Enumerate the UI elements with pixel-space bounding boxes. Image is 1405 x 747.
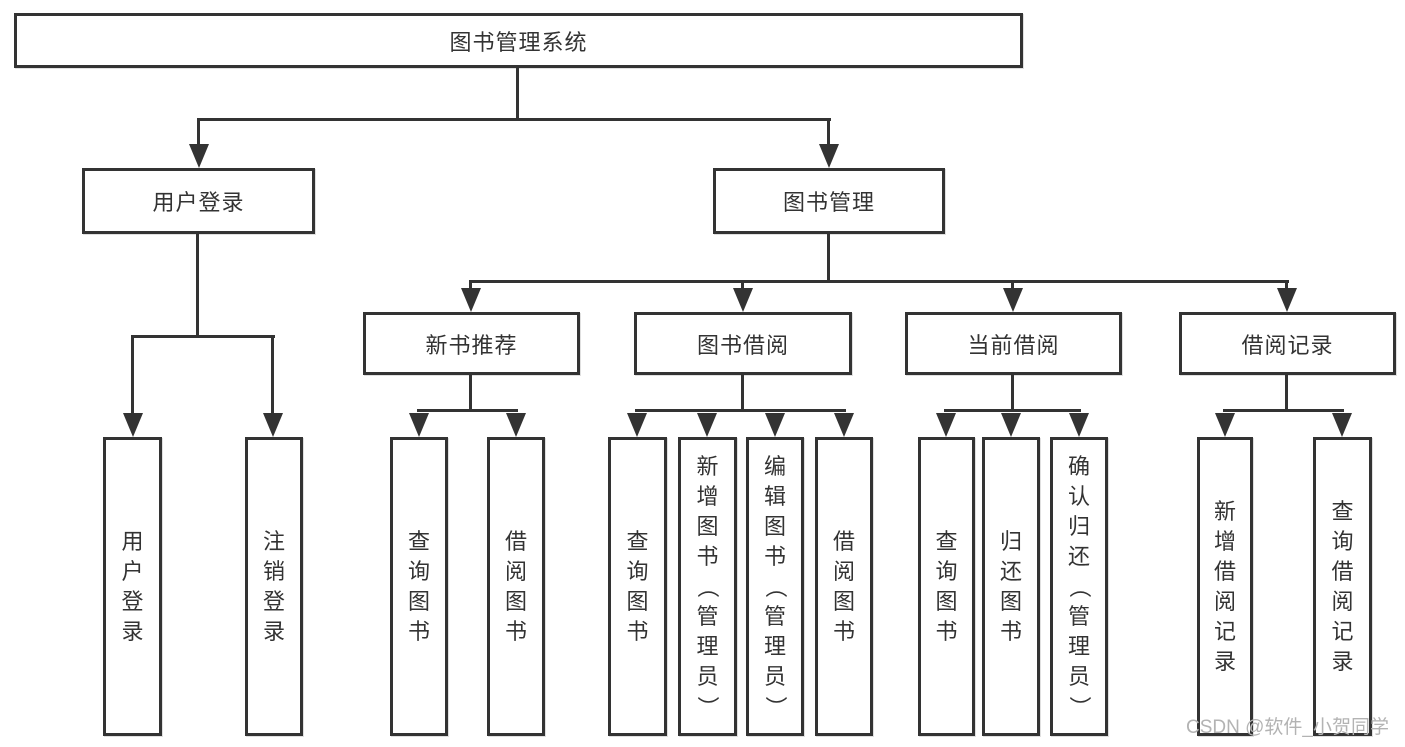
csdn-watermark: CSDN @软件_小贺同学 <box>1186 717 1389 738</box>
leaf-current-confirm-admin-label: 确认归还（管理员） <box>1066 453 1092 718</box>
leaf-record-query: 查询借阅记录 <box>1313 437 1372 736</box>
connector-vline <box>469 375 472 411</box>
connector-vline <box>741 375 744 411</box>
node-user-login-label: 用户登录 <box>152 190 245 215</box>
connector-vline <box>469 280 472 292</box>
leaf-newbook-borrow-label: 借阅图书 <box>504 528 527 644</box>
arrow-down-icon <box>461 288 481 312</box>
leaf-borrow-edit-admin-label: 编辑图书（管理员） <box>762 453 788 718</box>
leaf-borrow-query-label: 查询图书 <box>626 528 649 644</box>
arrow-down-icon <box>733 288 753 312</box>
connector-vline <box>271 335 274 415</box>
leaf-record-add: 新增借阅记录 <box>1197 437 1253 736</box>
connector-vline <box>196 234 199 337</box>
connector-vline <box>1011 375 1014 411</box>
node-book-management: 图书管理 <box>713 168 945 234</box>
arrow-down-icon <box>506 413 526 437</box>
leaf-logout: 注销登录 <box>245 437 303 736</box>
leaf-borrow-book-label: 借阅图书 <box>832 528 855 644</box>
arrow-down-icon <box>834 413 854 437</box>
arrow-down-icon <box>1069 413 1089 437</box>
node-root-label: 图书管理系统 <box>449 29 588 55</box>
leaf-newbook-query: 查询图书 <box>390 437 448 736</box>
leaf-newbook-borrow: 借阅图书 <box>487 437 545 736</box>
arrow-down-icon <box>627 413 647 437</box>
connector-vline <box>131 335 134 415</box>
connector-vline <box>516 68 519 120</box>
node-current-borrow-label: 当前借阅 <box>967 332 1060 358</box>
leaf-current-return: 归还图书 <box>982 437 1040 736</box>
leaf-current-query-label: 查询图书 <box>935 528 958 644</box>
node-book-management-label: 图书管理 <box>782 190 875 215</box>
connector-vline <box>1285 280 1288 292</box>
leaf-record-add-label: 新增借阅记录 <box>1213 498 1236 674</box>
connector-hline <box>944 409 1081 412</box>
arrow-down-icon <box>263 413 283 437</box>
leaf-current-confirm-admin: 确认归还（管理员） <box>1050 437 1108 736</box>
leaf-borrow-add-admin: 新增图书（管理员） <box>678 437 737 736</box>
leaf-borrow-query: 查询图书 <box>608 437 667 736</box>
node-root: 图书管理系统 <box>14 13 1023 68</box>
leaf-newbook-query-label: 查询图书 <box>407 528 430 644</box>
connector-hline <box>417 409 518 412</box>
node-new-book-recommend-label: 新书推荐 <box>425 332 518 358</box>
arrow-down-icon <box>123 413 143 437</box>
arrow-down-icon <box>1215 413 1235 437</box>
node-borrow-record: 借阅记录 <box>1179 312 1396 375</box>
leaf-user-login-label: 用户登录 <box>121 528 144 644</box>
leaf-record-query-label: 查询借阅记录 <box>1331 498 1354 674</box>
leaf-user-login: 用户登录 <box>103 437 162 736</box>
leaf-current-query: 查询图书 <box>918 437 975 736</box>
connector-hline <box>131 335 275 338</box>
connector-vline <box>1011 280 1014 292</box>
node-book-borrow: 图书借阅 <box>634 312 852 375</box>
leaf-borrow-edit-admin: 编辑图书（管理员） <box>746 437 804 736</box>
arrow-down-icon <box>936 413 956 437</box>
node-user-login: 用户登录 <box>82 168 315 234</box>
connector-hline <box>469 280 1289 283</box>
arrow-down-icon <box>819 144 839 168</box>
arrow-down-icon <box>765 413 785 437</box>
node-new-book-recommend: 新书推荐 <box>363 312 580 375</box>
connector-vline <box>827 118 830 148</box>
connector-vline <box>741 280 744 292</box>
connector-vline <box>1285 375 1288 411</box>
connector-hline <box>1223 409 1344 412</box>
leaf-borrow-add-admin-label: 新增图书（管理员） <box>695 453 721 718</box>
arrow-down-icon <box>189 144 209 168</box>
arrow-down-icon <box>409 413 429 437</box>
leaf-borrow-book: 借阅图书 <box>815 437 873 736</box>
arrow-down-icon <box>697 413 717 437</box>
connector-vline <box>827 234 830 282</box>
node-current-borrow: 当前借阅 <box>905 312 1122 375</box>
leaf-logout-label: 注销登录 <box>262 528 285 644</box>
arrow-down-icon <box>1277 288 1297 312</box>
connector-hline <box>197 118 831 121</box>
arrow-down-icon <box>1332 413 1352 437</box>
node-book-borrow-label: 图书借阅 <box>696 332 789 358</box>
connector-hline <box>635 409 846 412</box>
leaf-current-return-label: 归还图书 <box>999 528 1022 644</box>
arrow-down-icon <box>1003 288 1023 312</box>
node-borrow-record-label: 借阅记录 <box>1241 332 1334 358</box>
arrow-down-icon <box>1001 413 1021 437</box>
connector-vline <box>197 118 200 148</box>
